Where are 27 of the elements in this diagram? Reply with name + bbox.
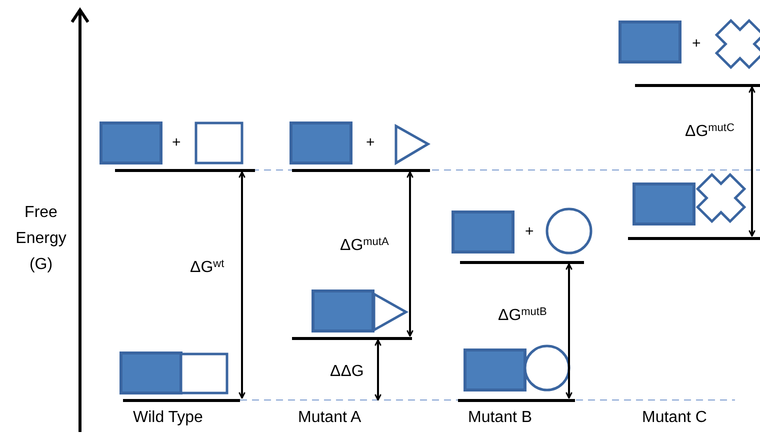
plus-sign: +	[172, 133, 181, 153]
edge-label: ΔG$^{mutB}$	[498, 304, 547, 326]
energy-level-line	[460, 261, 584, 264]
axis-label: Free Energy (G)	[14, 203, 68, 275]
double-arrow	[238, 171, 246, 399]
plus-sign: +	[366, 133, 375, 153]
category-label: Wild Type	[133, 408, 203, 428]
plus-sign: +	[525, 222, 534, 242]
energy-level-line	[115, 169, 255, 172]
edge-label: ΔG$^{mutC}$	[685, 120, 734, 142]
edge-label: ΔΔG	[330, 362, 364, 382]
category-label: Mutant C	[642, 408, 707, 428]
energy-level-line	[635, 84, 760, 87]
edge-label: ΔG$^{mutA}$	[340, 234, 389, 256]
category-label: Mutant B	[468, 408, 532, 428]
plus-sign: +	[692, 34, 701, 54]
double-arrow	[406, 171, 414, 337]
double-arrow	[748, 86, 756, 237]
edge-label: ΔG$^{wt}$	[190, 256, 224, 278]
energy-level-line	[292, 169, 430, 172]
energy-level-line	[628, 237, 760, 240]
double-arrow	[374, 339, 382, 401]
energy-level-line	[123, 399, 240, 402]
double-arrow	[566, 263, 572, 399]
energy-level-line	[458, 399, 575, 402]
category-label: Mutant A	[298, 408, 362, 428]
energy-level-line	[292, 337, 412, 340]
